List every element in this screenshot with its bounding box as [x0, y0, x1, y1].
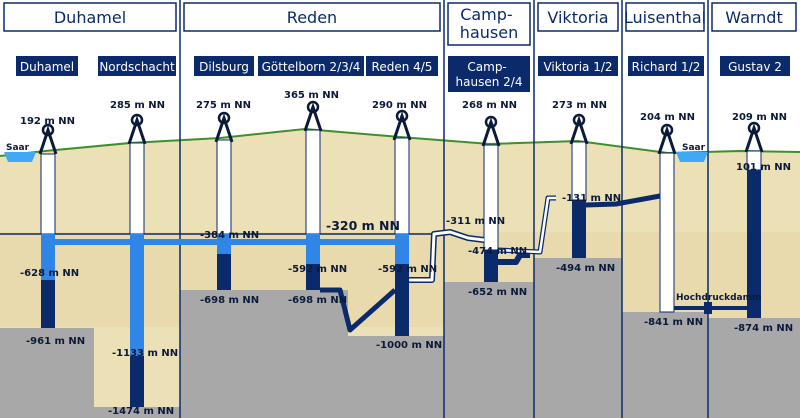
rock-luisenthal — [622, 312, 708, 418]
rock-viktoria — [534, 258, 622, 418]
region-title-viktoria: Viktoria — [547, 8, 608, 27]
elev-top-richard: 204 m NN — [640, 112, 695, 123]
elev-top-viktoria: 273 m NN — [552, 100, 607, 111]
headframe-icon — [303, 100, 323, 132]
dam-label: Hochdruckdamm — [676, 293, 761, 303]
top-elevations: 192 m NN 285 m NN 275 m NN 365 m NN 290 … — [20, 90, 787, 127]
shaft-tag-reden: Reden 4/5 — [372, 60, 433, 74]
shaft-camphausen — [483, 144, 499, 282]
elev-bottom-goettelborn: -698 m NN — [288, 295, 347, 306]
region-title-warndt: Warndt — [725, 8, 782, 27]
rock-reden-left — [180, 290, 348, 418]
shaft-viktoria — [571, 141, 587, 258]
shaft-tag-nordschacht: Nordschacht — [99, 60, 175, 74]
elev-top-reden: 290 m NN — [372, 100, 427, 111]
headframe-icon — [481, 115, 501, 147]
elev-mid-camphausen: -474 m NN — [468, 246, 527, 257]
elev-top-duhamel: 192 m NN — [20, 116, 75, 127]
elev-bottom-nordschacht: -1474 m NN — [108, 406, 174, 417]
shaft-tag-gustav: Gustav 2 — [728, 60, 782, 74]
region-title-reden: Reden — [287, 8, 337, 27]
elev-top-nordschacht: 285 m NN — [110, 100, 165, 111]
elev-bottom-richard: -841 m NN — [644, 317, 703, 328]
rock-reden-right — [348, 336, 444, 418]
elev-mid-dilsburg: -384 m NN — [200, 230, 259, 241]
shaft-tag-dilsburg: Dilsburg — [199, 60, 249, 74]
shaft-tag-camphausen: Camp- hausen 2/4 — [456, 60, 523, 89]
shaft-tag-camphausen-line1: Camp- — [467, 60, 506, 74]
rock-warndt — [708, 318, 800, 418]
region-title-camphausen: Camp- hausen — [460, 5, 518, 42]
shaft-richard — [659, 152, 675, 313]
shaft-tag-richard: Richard 1/2 — [632, 60, 701, 74]
water-level-label: -320 m NN — [326, 218, 400, 233]
elev-mid-nordschacht: -1133 m NN — [112, 348, 178, 359]
elev-mid-viktoria: -131 m NN — [562, 193, 621, 204]
saar-river-right-icon — [676, 152, 708, 162]
region-dividers — [179, 0, 709, 418]
rock-duhamel — [0, 328, 94, 418]
region-title-camphausen-line2: hausen — [460, 23, 518, 42]
headframe-icon — [657, 123, 677, 155]
saar-river-left-icon — [4, 152, 36, 162]
shaft-gustav — [746, 150, 762, 318]
region-title-luisenthal: Luisenthal — [624, 8, 706, 27]
elev-bottom-camphausen: -652 m NN — [468, 287, 527, 298]
link-level-label: -311 m NN — [446, 216, 505, 227]
headframe-icon — [214, 111, 234, 143]
headframe-icon — [38, 123, 58, 155]
headframe-icon — [569, 113, 589, 145]
headframe-icon — [127, 113, 147, 145]
shaft-reden — [394, 137, 410, 336]
bottom-elevations: -961 m NN -1474 m NN -698 m NN -698 m NN… — [26, 263, 793, 417]
elev-bottom-viktoria: -494 m NN — [556, 263, 615, 274]
rock-layer — [0, 258, 800, 418]
rock-camphausen — [444, 282, 534, 418]
shaft-tags: Duhamel Nordschacht Dilsburg Göttelborn … — [16, 56, 790, 92]
region-titles: Duhamel Reden Camp- hausen Viktoria Luis… — [3, 2, 797, 46]
river-label-right: Saar — [682, 143, 706, 153]
shaft-tag-goettelborn: Göttelborn 2/3/4 — [262, 60, 361, 74]
elev-bottom-reden: -1000 m NN — [376, 340, 442, 351]
shaft-tag-duhamel: Duhamel — [20, 60, 74, 74]
headframes — [38, 100, 764, 155]
river-label-left: Saar — [6, 143, 30, 153]
region-title-duhamel: Duhamel — [54, 8, 126, 27]
elev-top-goettelborn: 365 m NN — [284, 90, 339, 101]
dam-icon — [704, 302, 712, 314]
elev-mid-goettelborn: -592 m NN — [288, 264, 347, 275]
elev-mid-duhamel: -628 m NN — [20, 268, 79, 279]
rock-nordschacht — [94, 407, 180, 418]
region-title-camphausen-line1: Camp- — [460, 5, 513, 24]
shaft-tag-viktoria: Viktoria 1/2 — [543, 60, 612, 74]
shaft-nordschacht — [129, 142, 145, 407]
shaft-goettelborn — [305, 129, 321, 290]
elev-top-dilsburg: 275 m NN — [196, 100, 251, 111]
gallery-goettelborn-reden — [320, 287, 397, 333]
elev-mid-gustav: 101 m NN — [736, 162, 791, 173]
shaft-dilsburg — [216, 139, 232, 290]
elev-top-gustav: 209 m NN — [732, 112, 787, 123]
elev-mid-reden: -592 m NN — [378, 264, 437, 275]
elev-top-camphausen: 268 m NN — [462, 100, 517, 111]
gallery-viktoria-richard — [585, 193, 661, 208]
elev-bottom-gustav: -874 m NN — [734, 323, 793, 334]
shaft-duhamel — [40, 153, 56, 328]
headframe-icon — [392, 109, 412, 141]
elev-bottom-duhamel: -961 m NN — [26, 336, 85, 347]
gallery-camphausen-viktoria — [498, 252, 530, 265]
elev-bottom-dilsburg: -698 m NN — [200, 295, 259, 306]
headframe-icon — [744, 121, 764, 153]
galleries — [55, 193, 747, 333]
mid-elevations: -628 m NN -1133 m NN -384 m NN -592 m NN… — [20, 162, 791, 359]
shaft-tag-camphausen-line2: hausen 2/4 — [456, 75, 523, 89]
